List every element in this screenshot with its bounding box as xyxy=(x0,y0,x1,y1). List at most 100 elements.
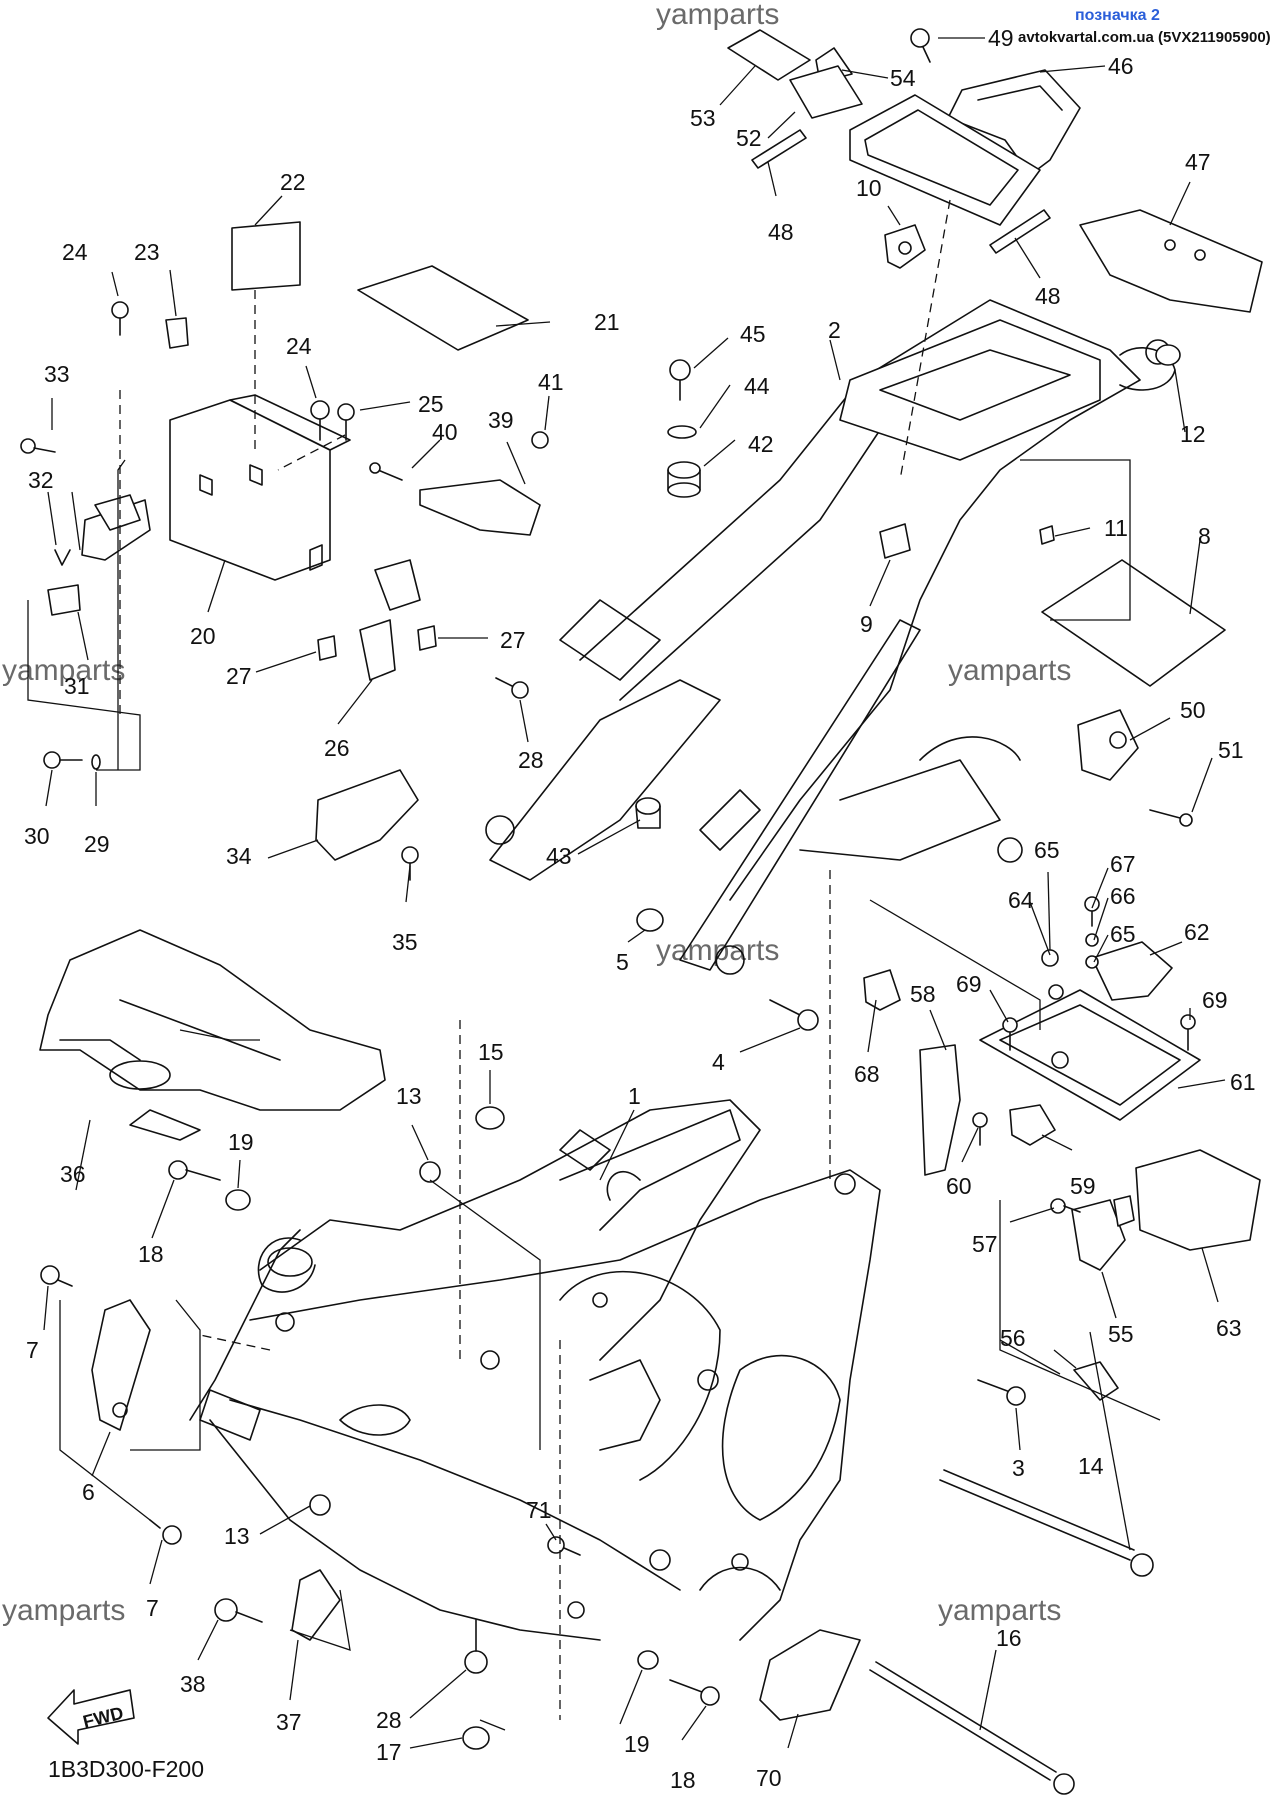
callout: 5 xyxy=(616,949,629,975)
callout: 3 xyxy=(1012,1455,1025,1481)
callout: 32 xyxy=(28,467,54,493)
callout: 14 xyxy=(1078,1453,1104,1479)
callout: 71 xyxy=(526,1497,552,1523)
callout: 35 xyxy=(392,929,418,955)
bolt-69-left xyxy=(1002,1017,1018,1051)
damper-12 xyxy=(1155,344,1181,366)
callout: 55 xyxy=(1108,1321,1134,1347)
callout: 65 xyxy=(1110,921,1136,947)
shaft-14 xyxy=(939,1469,1154,1577)
clamp-59 xyxy=(1009,1104,1056,1146)
callout: 24 xyxy=(62,239,88,265)
damper-43 xyxy=(635,797,661,829)
callout: 59 xyxy=(1070,1173,1096,1199)
engine-guard-36 xyxy=(39,929,386,1141)
bolt-30 xyxy=(43,751,83,769)
callout: 26 xyxy=(324,735,350,761)
callout: 41 xyxy=(538,369,564,395)
callout: 1 xyxy=(628,1083,641,1109)
callout: 43 xyxy=(546,843,572,869)
header-link[interactable]: позначка 2 xyxy=(1075,7,1160,24)
callout: 11 xyxy=(1104,515,1128,541)
washer-19-lower xyxy=(637,1650,659,1670)
callout: 42 xyxy=(748,431,774,457)
callout: 2 xyxy=(828,317,841,343)
callout: 65 xyxy=(1034,837,1060,863)
washer-29 xyxy=(91,754,101,770)
callout: 70 xyxy=(756,1765,782,1791)
plate-62 xyxy=(1091,941,1173,1001)
clamp-68 xyxy=(863,969,901,1011)
holder-27-left xyxy=(317,635,337,661)
callout: 45 xyxy=(740,321,766,347)
callout: 19 xyxy=(228,1129,254,1155)
bolt-18-upper xyxy=(168,1160,221,1181)
shaft-16 xyxy=(869,1661,1075,1795)
bolt-4 xyxy=(769,999,819,1031)
seal-label-53 xyxy=(727,29,811,81)
callout: 69 xyxy=(956,971,982,997)
bolt-57 xyxy=(1050,1198,1081,1214)
callout: 40 xyxy=(432,419,458,445)
collar-44 xyxy=(667,425,697,439)
bolt-3 xyxy=(977,1379,1026,1406)
reference-lines xyxy=(27,199,1161,1731)
callout: 13 xyxy=(224,1523,250,1549)
nut-5 xyxy=(636,908,664,932)
bolt-24-left xyxy=(111,301,129,336)
bolt-35 xyxy=(401,846,419,881)
bracket-23 xyxy=(165,317,189,349)
bolt-18-lower xyxy=(669,1679,720,1706)
bolt-69-right xyxy=(1180,1014,1196,1051)
callout: 39 xyxy=(488,407,514,433)
label-11 xyxy=(1039,525,1055,545)
callout: 61 xyxy=(1230,1069,1256,1095)
callout: 63 xyxy=(1216,1315,1242,1341)
nut-15 xyxy=(475,1106,505,1130)
callout: 28 xyxy=(376,1707,402,1733)
battery-cover-tray xyxy=(849,94,1041,226)
bolt-25 xyxy=(337,403,355,441)
bolt-33 xyxy=(20,438,56,454)
callout: 67 xyxy=(1110,851,1136,877)
callout: 58 xyxy=(910,981,936,1007)
callout-labels: 49 46 54 53 52 48 10 47 48 22 21 24 23 3… xyxy=(24,25,1256,1793)
callout: 22 xyxy=(280,169,306,195)
callout: 8 xyxy=(1198,523,1211,549)
callout: 53 xyxy=(690,105,716,131)
bolt-49 xyxy=(910,28,931,63)
nut-17 xyxy=(462,1726,490,1750)
callout: 25 xyxy=(418,391,444,417)
battery-band-21 xyxy=(357,265,529,351)
callout-leaders xyxy=(43,37,1226,1749)
callout: 47 xyxy=(1185,149,1211,175)
sheet-63 xyxy=(1135,1149,1261,1251)
callout: 60 xyxy=(946,1173,972,1199)
callout: 56 xyxy=(1000,1325,1026,1351)
callout: 57 xyxy=(972,1231,998,1257)
callout: 21 xyxy=(594,309,620,335)
callout: 18 xyxy=(670,1767,696,1793)
callout: 37 xyxy=(276,1709,302,1735)
bolt-71 xyxy=(547,1536,581,1556)
callout: 66 xyxy=(1110,883,1136,909)
part-9 xyxy=(879,523,911,559)
fasteners-64-67 xyxy=(1041,896,1100,1000)
clamp-41 xyxy=(531,431,549,449)
callout: 54 xyxy=(890,65,916,91)
watermark: yamparts xyxy=(938,1594,1061,1627)
warning-label-54 xyxy=(789,47,863,119)
watermark: yamparts xyxy=(656,934,779,967)
damper-strip-48-right xyxy=(989,209,1051,254)
battery-box-20 xyxy=(169,394,351,581)
callout: 24 xyxy=(286,333,312,359)
callout: 10 xyxy=(856,175,882,201)
callout: 16 xyxy=(996,1625,1022,1651)
callout: 46 xyxy=(1108,53,1134,79)
callout: 7 xyxy=(146,1595,159,1621)
callout: 50 xyxy=(1180,697,1206,723)
bracket-37 xyxy=(291,1569,341,1641)
bolt-45 xyxy=(669,359,691,401)
clip-32 xyxy=(54,549,71,566)
bracket-55 xyxy=(1071,1195,1135,1271)
